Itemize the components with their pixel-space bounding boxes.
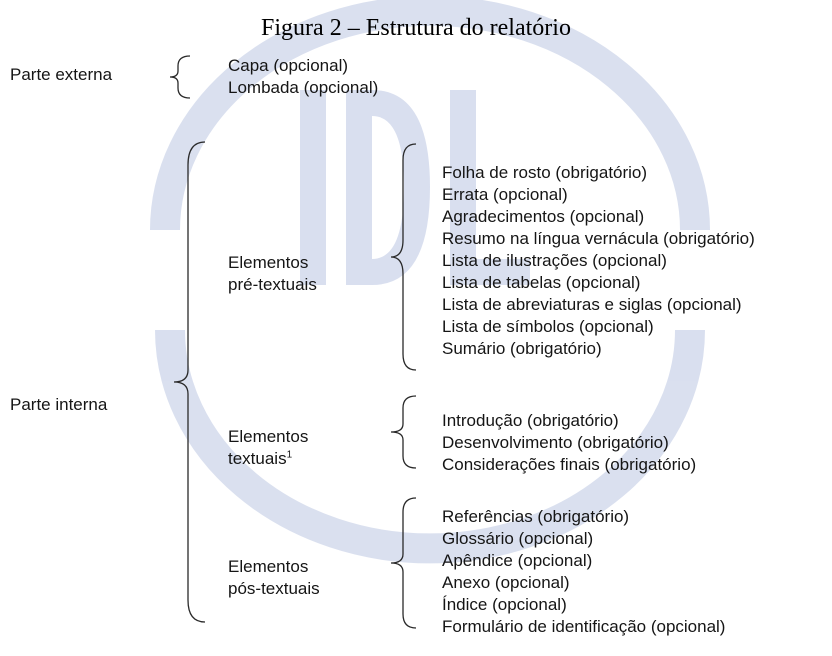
external-part-label: Parte externa bbox=[10, 65, 113, 84]
textual-items-list: Introdução (obrigatório) Desenvolvimento… bbox=[442, 410, 696, 476]
list-item: Lista de ilustrações (opcional) bbox=[442, 251, 667, 270]
list-item: Glossário (opcional) bbox=[442, 529, 594, 548]
post-textual-brace bbox=[390, 497, 417, 629]
list-item: Capa (opcional) bbox=[228, 56, 349, 75]
list-item: Resumo na língua vernácula (obrigatório) bbox=[442, 229, 755, 248]
list-item: Referências (obrigatório) bbox=[442, 507, 630, 526]
list-item: Folha de rosto (obrigatório) bbox=[442, 163, 648, 182]
list-item: Apêndice (opcional) bbox=[442, 551, 593, 570]
list-item: Sumário (obrigatório) bbox=[442, 339, 602, 358]
pre-textual-label: Elementos pré-textuais bbox=[228, 252, 317, 296]
textual-label: Elementos textuais1 bbox=[228, 426, 308, 470]
list-item: Lombada (opcional) bbox=[228, 78, 379, 97]
footnote-marker: 1 bbox=[286, 449, 293, 461]
group-label-line: textuais1 bbox=[228, 448, 308, 470]
group-label-line: pré-textuais bbox=[228, 275, 317, 294]
list-item: Formulário de identificação (opcional) bbox=[442, 617, 726, 636]
list-item: Lista de tabelas (opcional) bbox=[442, 273, 641, 292]
pre-textual-items-list: Folha de rosto (obrigatório) Errata (opc… bbox=[442, 162, 755, 360]
list-item: Considerações finais (obrigatório) bbox=[442, 455, 697, 474]
figure-title: Figura 2 – Estrutura do relatório bbox=[261, 15, 571, 41]
list-item: Errata (opcional) bbox=[442, 185, 568, 204]
group-label-line: pós-textuais bbox=[228, 579, 320, 598]
post-textual-items-list: Referências (obrigatório) Glossário (opc… bbox=[442, 506, 725, 638]
list-item: Lista de símbolos (opcional) bbox=[442, 317, 654, 336]
textual-brace bbox=[390, 395, 417, 469]
group-label-text: textuais bbox=[228, 449, 287, 468]
list-item: Lista de abreviaturas e siglas (opcional… bbox=[442, 295, 742, 314]
list-item: Desenvolvimento (obrigatório) bbox=[442, 433, 669, 452]
list-item: Introdução (obrigatório) bbox=[442, 411, 619, 430]
group-label-line: Elementos bbox=[228, 253, 309, 272]
group-label-line: Elementos bbox=[228, 557, 309, 576]
external-items-list: Capa (opcional) Lombada (opcional) bbox=[228, 55, 378, 99]
post-textual-label: Elementos pós-textuais bbox=[228, 556, 320, 600]
pre-textual-brace bbox=[390, 143, 417, 371]
internal-part-label: Parte interna bbox=[10, 395, 108, 414]
list-item: Anexo (opcional) bbox=[442, 573, 570, 592]
external-brace bbox=[169, 55, 191, 99]
list-item: Índice (opcional) bbox=[442, 595, 567, 614]
internal-brace bbox=[173, 141, 206, 623]
list-item: Agradecimentos (opcional) bbox=[442, 207, 645, 226]
group-label-line: Elementos bbox=[228, 427, 309, 446]
